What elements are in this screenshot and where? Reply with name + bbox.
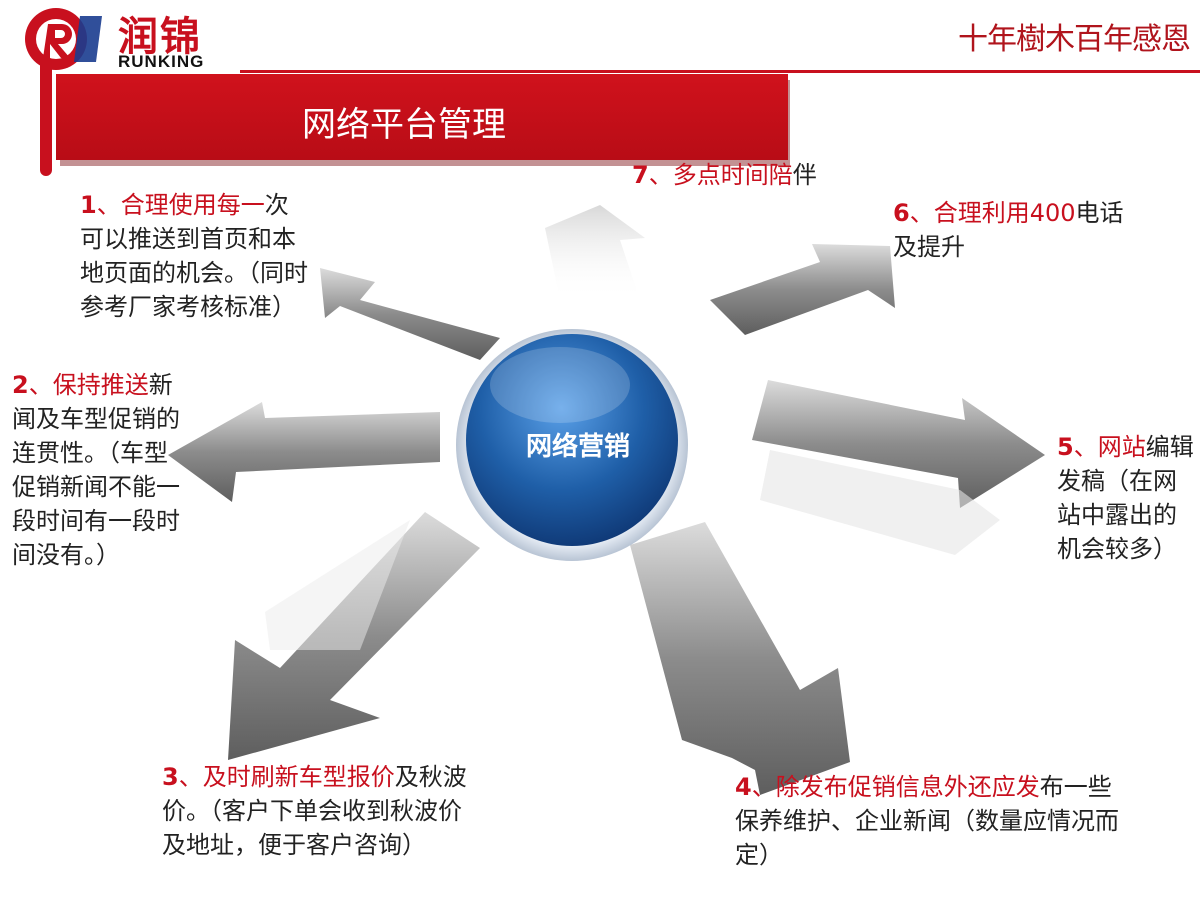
page-title: 网络平台管理 — [302, 105, 506, 145]
brand-slogan: 十年樹木百年感恩 — [958, 22, 1191, 57]
note-6-lead: 、合理利用400 — [909, 199, 1076, 227]
note-7-lead: 、多点时间陪 — [648, 161, 793, 189]
arrow-5 — [752, 380, 1045, 508]
arrow-2 — [168, 402, 440, 502]
note-1-lead: 、合理使用每一 — [96, 191, 265, 219]
note-4-text: 布一些保养维护、企业新闻（数量应情况而定） — [735, 773, 1119, 869]
note-4: 4、除发布促销信息外还应发布一些保养维护、企业新闻（数量应情况而定） — [735, 770, 1125, 872]
arrow-7 — [545, 205, 645, 300]
note-6-text: 电话及提升 — [893, 199, 1124, 261]
note-6: 6、合理利用400电话及提升 — [893, 196, 1133, 264]
note-2-lead: 、保持推送 — [28, 371, 149, 399]
note-1-text: 次可以推送到首页和本地页面的机会。（同时参考厂家考核标准） — [80, 191, 308, 321]
note-2-number: 2 — [12, 371, 29, 399]
note-7: 7、多点时间陪伴 — [632, 158, 842, 192]
note-2-text: 新闻及车型促销的连贯性。（车型促销新闻不能一段时间有一段时间没有。） — [12, 371, 180, 569]
note-3-number: 3 — [162, 763, 179, 791]
header-divider — [240, 70, 1200, 73]
arrow-3-shadow — [265, 520, 410, 650]
note-3: 3、及时刷新车型报价及秋波价。（客户下单会收到秋波价及地址，便于客户咨询） — [162, 760, 472, 862]
note-7-text: 伴 — [792, 161, 817, 189]
note-1: 1、合理使用每一次可以推送到首页和本地页面的机会。（同时参考厂家考核标准） — [80, 188, 310, 324]
note-5: 5、网站编辑发稿（在网站中露出的机会较多） — [1057, 430, 1197, 566]
note-5-text: 编辑发稿（在网站中露出的机会较多） — [1057, 433, 1194, 563]
note-5-number: 5 — [1057, 433, 1074, 461]
note-4-lead: 、除发布促销信息外还应发 — [751, 773, 1040, 801]
arrow-4 — [630, 522, 850, 795]
note-3-lead: 、及时刷新车型报价 — [178, 763, 395, 791]
note-1-number: 1 — [80, 191, 97, 219]
hub-highlight — [490, 347, 630, 423]
note-6-number: 6 — [893, 199, 910, 227]
arrow-5-shadow — [760, 450, 1000, 555]
title-accent-bar — [40, 58, 52, 176]
title-banner — [56, 74, 788, 160]
note-4-number: 4 — [735, 773, 752, 801]
runking-logo-icon — [25, 8, 102, 70]
hub-circle — [466, 334, 678, 546]
hub-label: 网络营销 — [525, 432, 630, 462]
brand-name-cn: 润锦 — [118, 14, 202, 60]
note-3-text: 及秋波价。（客户下单会收到秋波价及地址，便于客户咨询） — [162, 763, 467, 859]
arrow-6 — [710, 244, 895, 335]
note-7-number: 7 — [632, 161, 649, 189]
brand-name-en: RUNKING — [118, 52, 205, 71]
arrow-1 — [320, 268, 500, 360]
note-2: 2、保持推送新闻及车型促销的连贯性。（车型促销新闻不能一段时间有一段时间没有。） — [12, 368, 182, 572]
note-5-lead: 、网站 — [1073, 433, 1146, 461]
